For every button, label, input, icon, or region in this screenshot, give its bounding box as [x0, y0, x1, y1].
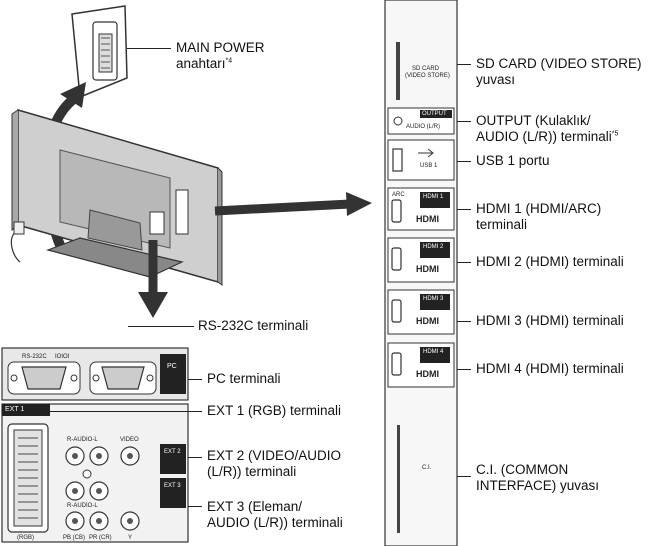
hdmi3-label: HDMI 3 (HDMI) terminali [476, 313, 624, 328]
hdmi-logo-4: HDMI [416, 369, 439, 379]
tv-back-illustration [10, 109, 223, 286]
ext1-badge: EXT 1 [5, 406, 25, 413]
hdmi2-badge: HDMI 2 [423, 244, 444, 250]
ext3-badge: EXT 3 [164, 483, 181, 489]
leader-ext3 [188, 506, 202, 507]
sd-card-label: SD CARD (VIDEO STORE)yuvası [476, 56, 642, 87]
output-text: AUDIO (L/R) [406, 124, 441, 130]
leader-ci [457, 476, 471, 477]
hdmi1-label: HDMI 1 (HDMI/ARC)terminali [476, 201, 602, 232]
rgb-label: (RGB) [17, 535, 34, 541]
arc-label: ARC [392, 192, 405, 198]
leader-output [457, 121, 471, 122]
pr-cr-label: PR (CR) [89, 535, 112, 541]
hdmi-logo-1: HDMI [416, 214, 439, 224]
leader-pc [188, 379, 202, 380]
leader-hdmi1 [457, 209, 471, 210]
hdmi1-badge: HDMI 1 [423, 194, 444, 200]
side-terminal-column [384, 0, 458, 546]
hdmi-logo-2: HDMI [416, 264, 439, 274]
ci-text: C.I. [422, 465, 432, 471]
ext2-badge: EXT 2 [164, 449, 181, 455]
y-label: Y [128, 535, 133, 541]
ext1-label: EXT 1 (RGB) terminali [207, 403, 342, 418]
pc-badge: PC [167, 363, 177, 370]
main-power-label: MAIN POWER anahtarı*4 [176, 40, 265, 71]
pc-label: PC terminali [207, 371, 281, 386]
ext3-label: EXT 3 (Eleman/AUDIO (L/R)) terminali [207, 499, 343, 530]
usb-text: USB 1 [420, 163, 438, 169]
r-audio-l-top: R-AUDIO-L [67, 437, 98, 443]
leader-ext1 [50, 411, 202, 412]
rs232c-header2: IOIOI [55, 354, 70, 360]
leader-hdmi3 [457, 321, 471, 322]
video-label: VIDEO [120, 437, 139, 443]
main-power-switch-inset [71, 5, 128, 99]
output-label: OUTPUT (Kulaklık/ AUDIO (L/R)) terminali… [476, 113, 619, 144]
output-badge: OUTPUT [422, 111, 447, 117]
sd-text2: (VIDEO STORE) [405, 73, 450, 79]
hdmi3-badge: HDMI 3 [423, 296, 444, 302]
rs232c-pc-panel [1, 347, 189, 401]
rs232c-label: RS-232C terminali [198, 318, 309, 333]
leader-hdmi2 [457, 262, 471, 263]
ext-panel [1, 403, 189, 543]
hdmi2-label: HDMI 2 (HDMI) terminali [476, 254, 624, 269]
leader-rs232c [128, 326, 194, 327]
pb-cb-label: PB (CB) [63, 535, 86, 541]
usb1-label: USB 1 portu [476, 153, 550, 168]
r-audio-l-bottom: R-AUDIO-L [67, 503, 98, 509]
hdmi4-badge: HDMI 4 [423, 349, 444, 355]
leader-main-power [127, 48, 171, 49]
leader-sd [457, 64, 471, 65]
leader-ext2 [188, 457, 202, 458]
rs232c-header: RS-232C [22, 354, 47, 360]
hdmi4-label: HDMI 4 (HDMI) terminali [476, 361, 624, 376]
leader-hdmi4 [457, 369, 471, 370]
leader-usb [457, 161, 471, 162]
hdmi-logo-3: HDMI [416, 316, 439, 326]
ext2-label: EXT 2 (VIDEO/AUDIO(L/R)) terminali [207, 448, 342, 479]
sd-text1: SD CARD [412, 66, 440, 72]
